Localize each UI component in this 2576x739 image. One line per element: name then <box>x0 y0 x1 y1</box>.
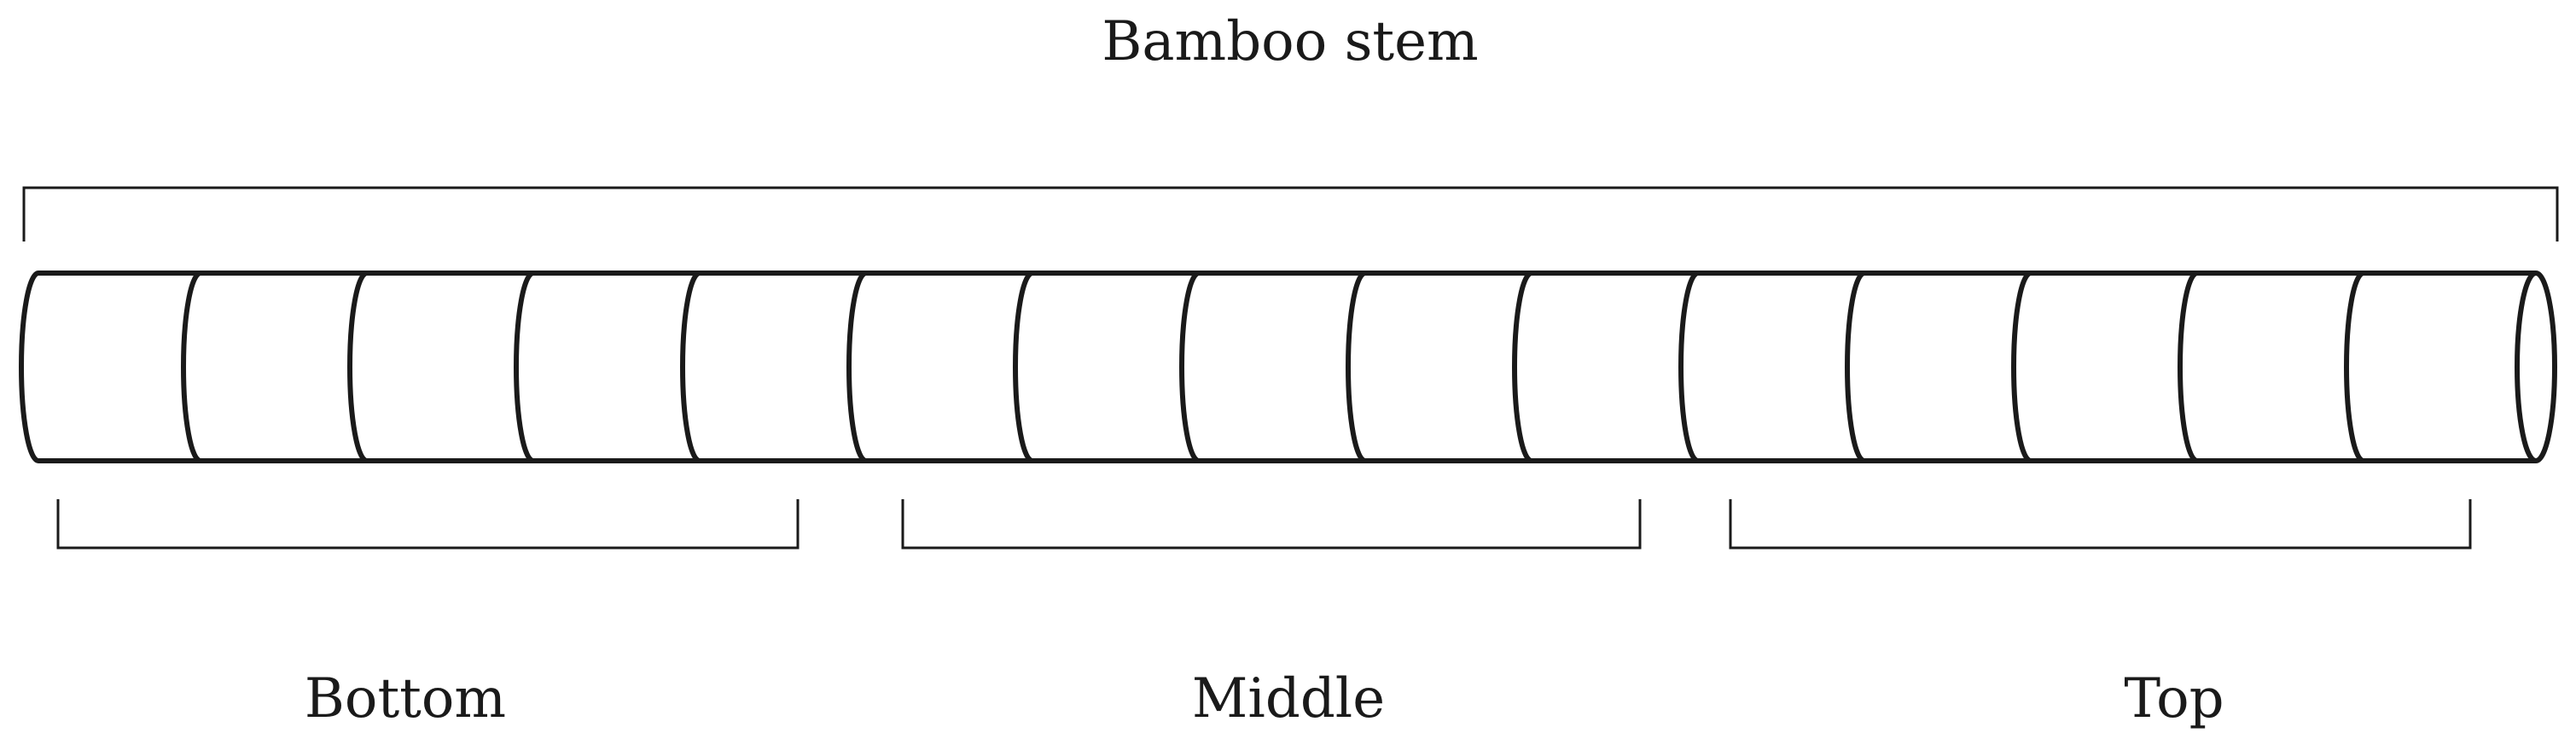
stem-node <box>1678 271 1699 463</box>
stem-left-end <box>19 271 39 463</box>
stem-bracket <box>22 186 2559 241</box>
stem-node <box>1845 271 1865 463</box>
stem-node <box>680 271 701 463</box>
stem-node <box>514 271 534 463</box>
stem-node <box>181 271 201 463</box>
stem-node <box>846 271 867 463</box>
section-label-bottom: Bottom <box>305 667 506 730</box>
stem-nodes <box>181 271 2364 463</box>
stem-outline <box>38 271 2536 463</box>
stem-right-opening <box>2515 271 2557 463</box>
section-label-middle: Middle <box>1192 667 1385 730</box>
bracket-middle <box>901 499 1642 550</box>
stem-node <box>2344 271 2364 463</box>
stem-node <box>347 271 368 463</box>
stem-node <box>1346 271 1366 463</box>
stem-node <box>1512 271 1532 463</box>
section-label-top: Top <box>2124 667 2224 730</box>
bracket-bottom <box>56 499 800 550</box>
diagram-title: Bamboo stem <box>1102 10 1478 73</box>
stem-node <box>1013 271 1033 463</box>
stem-node <box>2011 271 2032 463</box>
stem-node <box>1179 271 1200 463</box>
stem-node <box>2178 271 2198 463</box>
bracket-top <box>1729 499 2472 550</box>
bamboo-stem <box>19 271 2557 463</box>
